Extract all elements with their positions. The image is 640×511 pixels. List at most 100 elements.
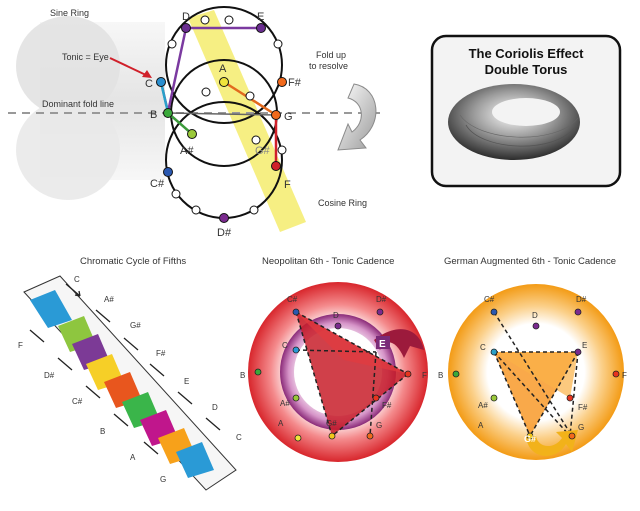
german-arrow-icon (526, 430, 578, 456)
ger-note-as: A# (478, 401, 488, 410)
note-a: A (219, 63, 227, 75)
node-cs (163, 167, 173, 177)
chromatic-labels: C A# G# F# E D C F D# C# B A G (18, 275, 242, 484)
coriolis-title-line2: Double Torus (485, 62, 568, 77)
node-upper (273, 39, 283, 49)
node-upper (200, 15, 210, 25)
node-as (490, 394, 498, 402)
arrow-icon (29, 329, 45, 343)
node-a (219, 77, 229, 87)
node-f (612, 370, 620, 378)
tri-blue-end (176, 442, 214, 478)
e-badge-label: E (379, 339, 386, 350)
node-upper (167, 39, 177, 49)
to-resolve-label: to resolve (309, 61, 348, 71)
german-title: German Augmented 6th - Tonic Cadence (444, 256, 616, 267)
note-b: B (150, 109, 157, 121)
torus-mesh (459, 114, 579, 138)
tri-blue (30, 290, 72, 328)
note-ds: D# (217, 227, 232, 239)
cylinder-top-end (16, 16, 120, 116)
axis-band (188, 10, 306, 232)
torus-hole (492, 98, 560, 126)
note-c: C (145, 78, 153, 90)
note-cs: C# (150, 178, 165, 190)
ger-note-b: B (438, 371, 443, 380)
ger-note-fs: F# (578, 403, 588, 412)
arrow-icon (123, 337, 139, 351)
ger-note-c: C (480, 343, 486, 352)
node-e (574, 348, 582, 356)
node-ds (219, 213, 229, 223)
arrow-icon (113, 413, 129, 427)
note-fs: F# (288, 77, 302, 89)
neo-note-cs: C# (287, 295, 298, 304)
node-a (294, 434, 302, 442)
node-e (256, 23, 266, 33)
neopolitan-dashes (295, 311, 409, 437)
tonic-pointer-head (142, 70, 152, 78)
dominant-fold-label: Dominant fold line (42, 99, 114, 109)
chromatic-label: C (74, 275, 80, 284)
tonic-eye-label: Tonic = Eye (62, 52, 109, 62)
node-ds (376, 308, 384, 316)
node-as (292, 394, 300, 402)
chromatic-label: G# (130, 321, 141, 330)
chord-b-as (167, 112, 193, 135)
tonic-fold-diagram: Sine Ring Tonic = Eye Dominant fold line… (8, 6, 380, 239)
chromatic-label: F# (156, 349, 166, 358)
arrow-icon (57, 357, 73, 371)
german-panel: German Augmented 6th - Tonic Cadence (438, 256, 627, 460)
node-fs (372, 394, 380, 402)
chromatic-label: C (236, 433, 242, 442)
node-gs (526, 432, 534, 440)
e-badge (376, 336, 390, 349)
note-d: D (182, 11, 190, 23)
german-triangle-face (494, 352, 578, 398)
chromatic-label: C# (72, 397, 83, 406)
chromatic-label: E (184, 377, 189, 386)
ger-note-g: G (578, 423, 584, 432)
node-g (366, 432, 374, 440)
node-ds (574, 308, 582, 316)
node-f (404, 370, 412, 378)
neopolitan-triangle (296, 312, 408, 436)
chromatic-tube (23, 275, 237, 491)
chromatic-label: A# (104, 295, 114, 304)
chromatic-label: D# (44, 371, 55, 380)
ring-nodes (156, 15, 287, 223)
node-fs (566, 394, 574, 402)
neo-note-d: D (333, 311, 339, 320)
ger-note-a: A (478, 421, 484, 430)
node-middle (251, 135, 261, 145)
node-cs (490, 308, 498, 316)
note-as: A# (180, 145, 194, 157)
neopolitan-panel: Neopolitan 6th - Tonic Cadence E (240, 256, 428, 462)
node-d (334, 322, 342, 330)
node-cs (292, 308, 300, 316)
neo-note-g: G (376, 421, 382, 430)
arrow-icon (95, 309, 111, 323)
note-g: G (284, 111, 293, 123)
neo-note-a: A (278, 419, 284, 428)
fold-up-label: Fold up (316, 50, 346, 60)
arrow-icon (177, 391, 193, 405)
ger-note-e: E (582, 341, 587, 350)
chromatic-label: A (130, 453, 136, 462)
ger-note-gs: G# (524, 434, 536, 444)
node-b (163, 108, 173, 118)
node-f (271, 161, 281, 171)
neo-note-gs: G# (326, 419, 337, 428)
node-middle (201, 87, 211, 97)
chromatic-cycle-panel: Chromatic Cycle of Fifths C A# G# F# E D… (18, 256, 242, 491)
arrow-icon (205, 417, 221, 431)
node-gs (328, 432, 336, 440)
tonic-pointer (109, 57, 149, 77)
node-g (271, 110, 281, 120)
sine-ring-upper (165, 6, 283, 124)
arrow-icon (85, 385, 101, 399)
fold-up-arrow-icon (337, 83, 377, 151)
node-lower (249, 205, 259, 215)
chord-b-g (167, 112, 277, 116)
